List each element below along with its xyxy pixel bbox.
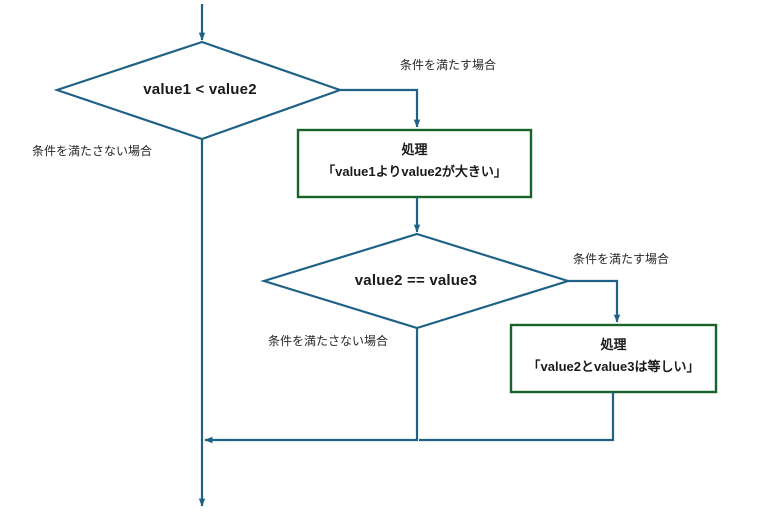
edge-label-decision1-false: 条件を満たさない場合 xyxy=(32,144,153,158)
edge-decision2-false xyxy=(204,328,419,444)
edge-label-decision2-true: 条件を満たす場合 xyxy=(573,252,670,266)
edge-decision2-true xyxy=(568,279,621,323)
decision1-shape xyxy=(53,40,344,141)
process1-shape xyxy=(296,128,533,199)
process2-shape xyxy=(509,323,718,394)
edge-decision1-true xyxy=(340,88,421,128)
edge-label-decision1-true: 条件を満たす場合 xyxy=(400,58,497,72)
decision2-shape xyxy=(260,232,572,330)
edge-label-decision2-false: 条件を満たさない場合 xyxy=(268,334,389,348)
edge-process2-merge xyxy=(419,392,615,442)
